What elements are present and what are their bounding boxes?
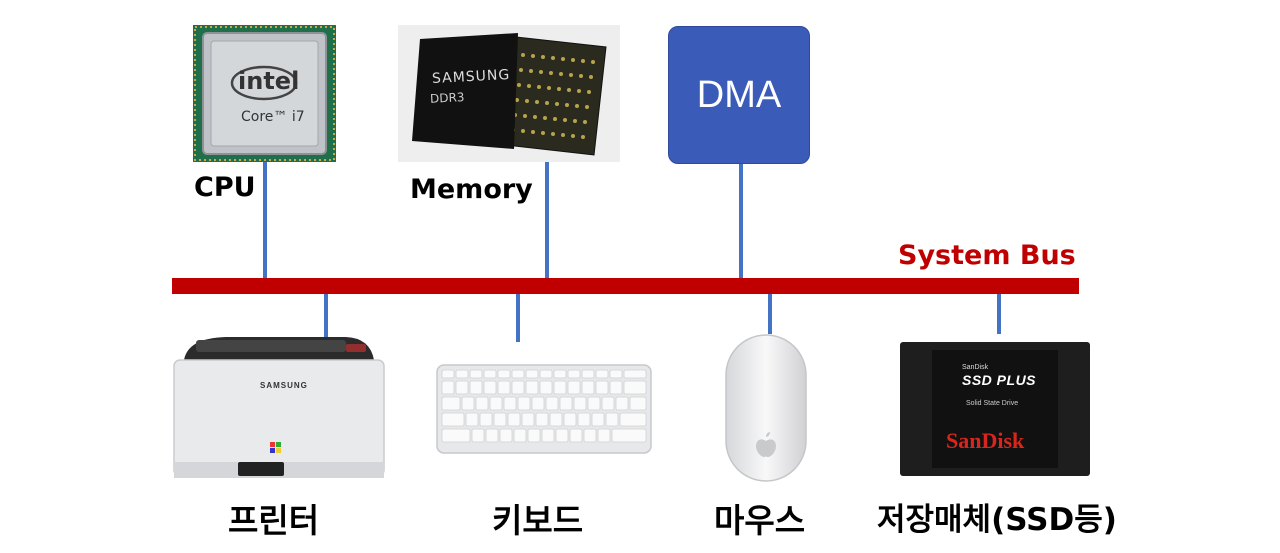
cpu-model-text: Core™ i7 <box>241 109 305 125</box>
ssd-subtitle-text: Solid State Drive <box>966 400 1019 407</box>
dma-box: DMA <box>668 26 810 164</box>
mouse-image <box>724 333 808 483</box>
printer-image: SAMSUNG <box>166 334 388 484</box>
memory-connector <box>545 162 549 278</box>
mouse-label: 마우스 <box>714 501 806 540</box>
ssd-image: SanDisk SSD PLUS Solid State Drive SanDi… <box>900 342 1090 476</box>
ssd-brand-logo: SanDisk <box>946 428 1025 453</box>
keyboard-label: 키보드 <box>492 501 584 540</box>
dma-connector <box>739 164 743 278</box>
printer-brand-text: SAMSUNG <box>260 381 308 390</box>
system-bus-label: System Bus <box>898 240 1076 271</box>
ssd-product-text: SSD PLUS <box>962 372 1037 388</box>
keyboard-connector <box>516 294 520 342</box>
ssd-brand-small: SanDisk <box>962 364 989 371</box>
memory-model-text: DDR3 <box>429 90 465 106</box>
memory-label: Memory <box>410 174 533 205</box>
memory-chip-image: SAMSUNG DDR3 <box>398 25 620 162</box>
mouse-connector <box>768 294 772 334</box>
cpu-brand-text: intel <box>238 67 300 95</box>
cpu-connector <box>263 162 267 278</box>
keyboard-image <box>436 364 652 454</box>
storage-label: 저장매체(SSD등) <box>877 502 1117 538</box>
storage-connector <box>997 294 1001 334</box>
printer-connector <box>324 294 328 340</box>
cpu-label: CPU <box>194 172 256 203</box>
printer-label: 프린터 <box>228 501 320 540</box>
dma-label: DMA <box>696 73 782 116</box>
cpu-chip-image: intel Core™ i7 <box>193 25 336 162</box>
system-bus <box>172 278 1079 294</box>
